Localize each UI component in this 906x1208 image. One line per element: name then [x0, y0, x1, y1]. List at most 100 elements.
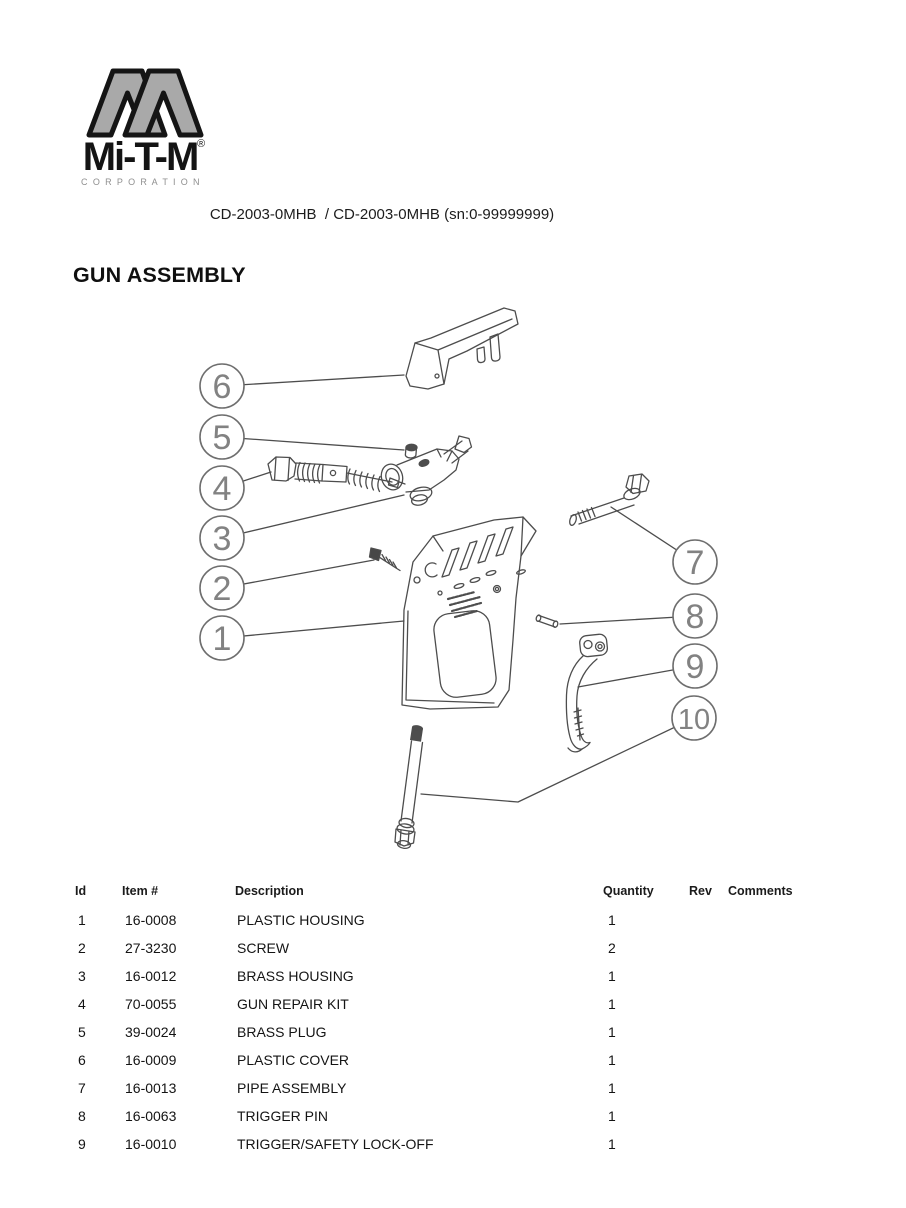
- callout-1: 1: [199, 615, 245, 661]
- parts-table: Id Item # Description Quantity Rev Comme…: [68, 884, 878, 1158]
- leader-lines: [221, 374, 696, 803]
- cell-id: 9: [78, 1136, 86, 1152]
- header-id: Id: [75, 884, 87, 898]
- cell-comments: [728, 1130, 868, 1158]
- logo-m-emblem: [86, 68, 204, 138]
- cell-quantity: 1: [608, 1024, 616, 1040]
- cell-item-number: 16-0013: [125, 1080, 177, 1096]
- part-4-gun-repair-kit-drawing: [267, 456, 406, 493]
- cell-description: TRIGGER/SAFETY LOCK-OFF: [237, 1136, 434, 1152]
- callout-5: 5: [199, 414, 245, 460]
- table-row: 9 16-0010 TRIGGER/SAFETY LOCK-OFF 1: [68, 1130, 878, 1158]
- cell-quantity: 1: [608, 1136, 616, 1152]
- exploded-diagram: 1 2 3 4 5 6 7 8: [199, 307, 718, 850]
- cell-rev: [689, 906, 728, 934]
- cell-item-number: 16-0012: [125, 968, 177, 984]
- cell-id: 4: [78, 996, 86, 1012]
- cell-quantity: 1: [608, 996, 616, 1012]
- header-item: Item #: [122, 884, 159, 898]
- cell-description: BRASS HOUSING: [237, 968, 354, 984]
- cell-quantity: 1: [608, 968, 616, 984]
- cell-quantity: 2: [608, 940, 616, 956]
- mitm-logo: Mi-T-M ® C O R P O R A T I O N: [81, 68, 205, 187]
- callout-9: 9: [672, 643, 718, 689]
- header-description: Description: [235, 884, 304, 898]
- table-row: 4 70-0055 GUN REPAIR KIT 1: [68, 990, 878, 1018]
- part-6-plastic-cover-drawing: [405, 307, 519, 390]
- cell-rev: [689, 1102, 728, 1130]
- cell-quantity: 1: [608, 1108, 616, 1124]
- svg-text:9: 9: [686, 648, 705, 686]
- page-title: GUN ASSEMBLY: [73, 263, 246, 287]
- callout-2: 2: [199, 565, 245, 611]
- callout-8: 8: [672, 593, 718, 639]
- cell-description: GUN REPAIR KIT: [237, 996, 349, 1012]
- cell-comments: [728, 1046, 868, 1074]
- cell-description: PLASTIC HOUSING: [237, 912, 365, 928]
- parts-table-body: 1 16-0008 PLASTIC HOUSING 1 2 27-3230 SC…: [68, 906, 878, 1158]
- cell-id: 1: [78, 912, 86, 928]
- svg-text:6: 6: [213, 368, 232, 406]
- cell-rev: [689, 1046, 728, 1074]
- logo-registered-mark: ®: [197, 138, 205, 150]
- cell-id: 2: [78, 940, 86, 956]
- cell-description: TRIGGER PIN: [237, 1108, 329, 1124]
- table-row: 8 16-0063 TRIGGER PIN 1: [68, 1102, 878, 1130]
- cell-item-number: 16-0010: [125, 1136, 177, 1152]
- svg-text:4: 4: [213, 470, 232, 508]
- cell-description: PIPE ASSEMBLY: [237, 1080, 347, 1096]
- table-row: 3 16-0012 BRASS HOUSING 1: [68, 962, 878, 990]
- svg-text:5: 5: [213, 419, 232, 457]
- cell-item-number: 27-3230: [125, 940, 177, 956]
- cell-comments: [728, 906, 868, 934]
- cell-item-number: 39-0024: [125, 1024, 177, 1040]
- cell-rev: [689, 1130, 728, 1158]
- cell-id: 3: [78, 968, 86, 984]
- gun-warning-text-marks: [446, 590, 483, 619]
- part-3-brass-housing-drawing: [380, 435, 473, 506]
- svg-text:1: 1: [213, 620, 232, 658]
- cell-id: 8: [78, 1108, 86, 1124]
- callout-7: 7: [672, 539, 718, 585]
- svg-text:8: 8: [686, 598, 705, 636]
- cell-rev: [689, 962, 728, 990]
- cell-comments: [728, 1018, 868, 1046]
- table-row: 2 27-3230 SCREW 2: [68, 934, 878, 962]
- cell-rev: [689, 1074, 728, 1102]
- cell-id: 7: [78, 1080, 86, 1096]
- part-10-pipe-drawing: [394, 725, 424, 850]
- part-9-trigger-drawing: [565, 633, 609, 753]
- cell-comments: [728, 1102, 868, 1130]
- cell-description: SCREW: [237, 940, 290, 956]
- callout-4: 4: [199, 465, 245, 511]
- part-7-pipe-assembly-drawing: [569, 473, 650, 526]
- cell-quantity: 1: [608, 1052, 616, 1068]
- cell-item-number: 70-0055: [125, 996, 177, 1012]
- cell-item-number: 16-0008: [125, 912, 177, 928]
- header-quantity: Quantity: [603, 884, 654, 898]
- model-number-line: CD-2003-0MHB / CD-2003-0MHB (sn:0-999999…: [209, 206, 555, 223]
- callouts: 1 2 3 4 5 6 7 8: [199, 363, 718, 741]
- callout-6: 6: [199, 363, 245, 409]
- callout-3: 3: [199, 515, 245, 561]
- svg-text:2: 2: [213, 570, 232, 608]
- svg-text:3: 3: [213, 520, 232, 558]
- table-row: 5 39-0024 BRASS PLUG 1: [68, 1018, 878, 1046]
- cell-comments: [728, 1074, 868, 1102]
- cell-rev: [689, 990, 728, 1018]
- header-comments: Comments: [728, 884, 793, 898]
- svg-text:10: 10: [678, 704, 710, 736]
- logo-brand: Mi-T-M: [83, 135, 198, 179]
- part-5-brass-plug-drawing: [404, 443, 418, 459]
- callout-10: 10: [671, 695, 717, 741]
- part-1-plastic-housing-drawing: [401, 516, 537, 710]
- part-2-screw-drawing: [368, 547, 401, 572]
- cell-quantity: 1: [608, 912, 616, 928]
- cell-item-number: 16-0009: [125, 1052, 177, 1068]
- table-row: 6 16-0009 PLASTIC COVER 1: [68, 1046, 878, 1074]
- cell-comments: [728, 934, 868, 962]
- cell-rev: [689, 1018, 728, 1046]
- cell-id: 5: [78, 1024, 86, 1040]
- header-rev: Rev: [689, 884, 712, 898]
